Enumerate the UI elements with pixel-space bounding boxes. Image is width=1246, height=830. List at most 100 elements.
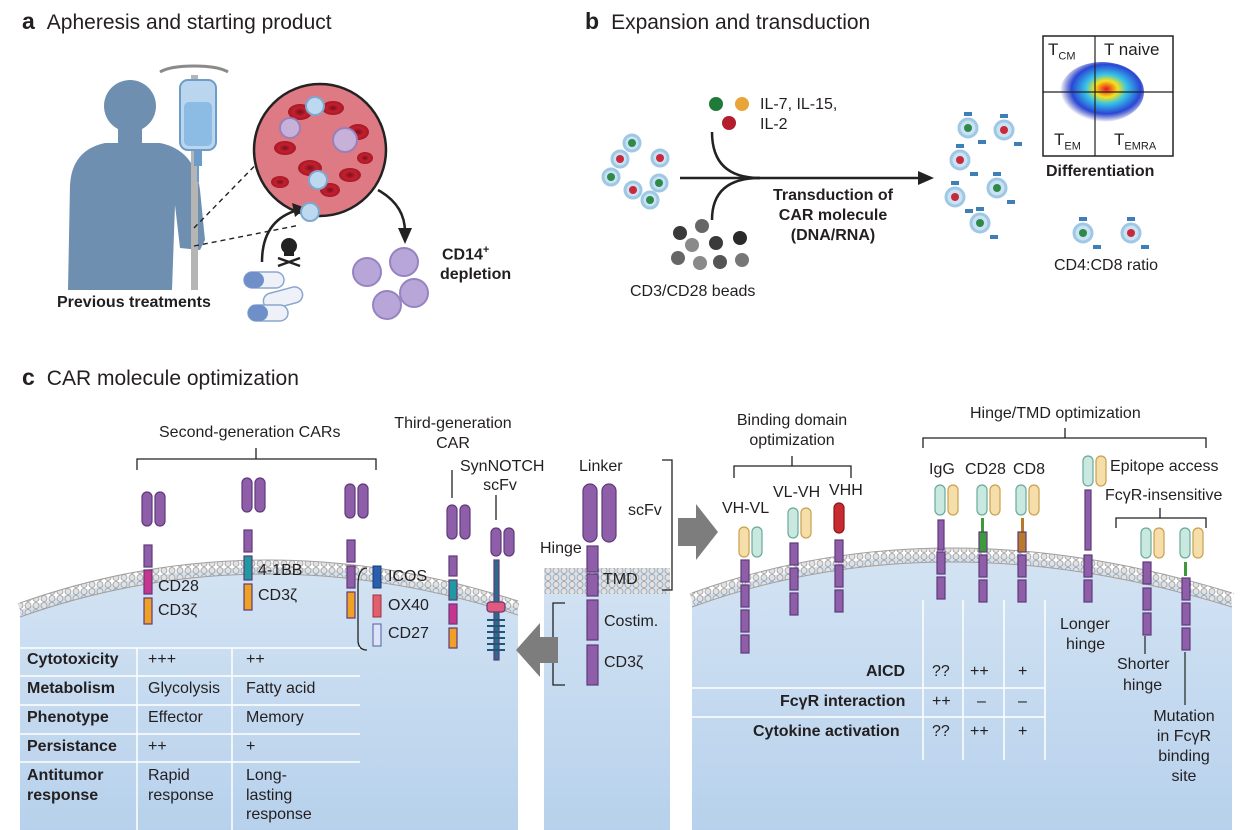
label-fcgr: FcγR-insensitive xyxy=(1105,487,1223,504)
row-c1-0: +++ xyxy=(148,651,177,668)
cell-membrane-right xyxy=(689,547,1235,830)
table-right-rules xyxy=(692,600,1046,760)
car-t-cells xyxy=(944,112,1149,249)
row-label-1: Metabolism xyxy=(27,680,116,697)
rt-c3-1: – xyxy=(1018,693,1027,710)
rt-c1-2: ?? xyxy=(932,723,950,740)
panel-b-title: b Expansion and transduction xyxy=(585,8,870,35)
row-c1-2: Effector xyxy=(148,709,203,726)
panel-b-graphic xyxy=(601,35,1174,270)
mutation-3: binding xyxy=(1158,748,1210,765)
label-ox40: OX40 xyxy=(388,597,429,614)
mutation-1: Mutation xyxy=(1153,708,1215,725)
label-41bb: 4-1BB xyxy=(258,562,303,579)
cd3-cd28-beads xyxy=(671,219,749,270)
cell-membrane-left xyxy=(17,559,521,830)
row-c1-3: ++ xyxy=(148,738,167,755)
previous-treatments-label: Previous treatments xyxy=(57,294,211,311)
antitumor-c2-2: lasting xyxy=(246,787,293,804)
antitumor-c1-1: Rapid xyxy=(148,767,190,784)
binding-title-1: Binding domain xyxy=(736,412,848,429)
panel-c-letter: c xyxy=(22,364,35,390)
row-c2-2: Memory xyxy=(246,709,304,726)
label-cd8-hinge: CD8 xyxy=(1013,461,1046,478)
label-cd3z-1: CD3ζ xyxy=(158,602,198,619)
blood-sample-circle xyxy=(252,82,388,218)
differentiation-label: Differentiation xyxy=(1046,163,1155,180)
rt-c1-0: ?? xyxy=(932,663,950,680)
panel-c-title-text: CAR molecule optimization xyxy=(46,367,299,390)
antitumor-c2-3: response xyxy=(246,806,312,823)
iv-stand xyxy=(159,64,229,290)
t-cell-cluster xyxy=(601,133,670,210)
quadrant-naive: T naive xyxy=(1104,40,1160,59)
cell-membrane-center xyxy=(544,568,670,830)
row-c2-0: ++ xyxy=(246,651,265,668)
quadrant-tem: TEM xyxy=(1054,130,1081,152)
antitumor-label-1: Antitumor xyxy=(27,767,104,784)
row-c2-1: Fatty acid xyxy=(246,680,316,697)
row-label-3: Persistance xyxy=(27,738,117,755)
panel-a-title-text: Apheresis and starting product xyxy=(46,11,332,34)
row-label-2: Phenotype xyxy=(27,709,109,726)
cd14-text: CD14 xyxy=(442,246,483,264)
rt-label-1: FcγR interaction xyxy=(780,693,906,710)
label-cd28-hinge: CD28 xyxy=(965,461,1006,478)
tem-sub: EM xyxy=(1064,140,1081,153)
transduction-line2: CAR molecule xyxy=(778,207,888,224)
tcm-main: T xyxy=(1048,40,1059,59)
rt-c3-0: + xyxy=(1018,663,1028,680)
pills-icon xyxy=(243,271,304,322)
label-vhh: VHH xyxy=(829,482,863,499)
panel-a-letter: a xyxy=(22,8,35,34)
antitumor-label-2: response xyxy=(27,787,99,804)
mutation-2: in FcγR xyxy=(1156,728,1212,745)
rt-c2-0: ++ xyxy=(970,663,989,680)
label-igg: IgG xyxy=(929,461,955,478)
shorter-hinge-2: hinge xyxy=(1123,677,1163,694)
shorter-hinge-1: Shorter xyxy=(1117,656,1170,673)
label-costim: Costim. xyxy=(604,613,659,630)
label-hinge: Hinge xyxy=(540,540,582,557)
skull-icon xyxy=(277,238,301,268)
tem-main: T xyxy=(1054,130,1065,149)
third-gen-line1: Third-generation xyxy=(394,415,512,432)
car-molecules xyxy=(141,455,1204,686)
row-c2-3: + xyxy=(246,738,256,755)
label-cd28: CD28 xyxy=(158,578,199,595)
rt-c3-2: + xyxy=(1018,723,1028,740)
mutation-4: site xyxy=(1171,768,1197,785)
table-left-rules xyxy=(20,647,360,830)
label-scfv: scFv xyxy=(628,502,662,519)
cytokines-line1: IL-7, IL-15, xyxy=(760,96,838,113)
rt-c1-1: ++ xyxy=(932,693,951,710)
label-vhvl: VH-VL xyxy=(722,500,770,517)
transduction-line1: Transduction of xyxy=(773,187,893,204)
panel-c-title: c CAR molecule optimization xyxy=(22,364,299,391)
synnotch-line2: scFv xyxy=(483,477,517,494)
panel-a-title: a Apheresis and starting product xyxy=(22,8,332,35)
label-cd3z: CD3ζ xyxy=(604,654,644,671)
panel-b-title-text: Expansion and transduction xyxy=(611,11,871,34)
panel-b-letter: b xyxy=(585,8,600,34)
second-gen-label: Second-generation CARs xyxy=(159,424,341,441)
cd14-label: CD14+ xyxy=(442,244,489,264)
longer-hinge-1: Longer xyxy=(1060,616,1110,633)
label-vlvh: VL-VH xyxy=(773,484,821,501)
flow-cytometry-plot xyxy=(1042,35,1174,157)
antitumor-c1-2: response xyxy=(148,787,214,804)
row-c1-1: Glycolysis xyxy=(148,680,221,697)
quadrant-temra: TEMRA xyxy=(1114,130,1156,152)
binding-title-2: optimization xyxy=(749,432,835,449)
tcm-sub: CM xyxy=(1058,50,1076,63)
row-label-0: Cytotoxicity xyxy=(27,651,119,668)
label-cd3z-2: CD3ζ xyxy=(258,587,298,604)
beads-label: CD3/CD28 beads xyxy=(630,283,756,300)
label-cd27: CD27 xyxy=(388,625,429,642)
quadrant-tcm: TCM xyxy=(1048,40,1076,62)
rt-c2-2: ++ xyxy=(970,723,989,740)
temra-sub: EMRA xyxy=(1124,140,1157,153)
label-epitope: Epitope access xyxy=(1110,458,1219,475)
third-gen-line2: CAR xyxy=(436,435,470,452)
label-tmd: TMD xyxy=(603,571,638,588)
